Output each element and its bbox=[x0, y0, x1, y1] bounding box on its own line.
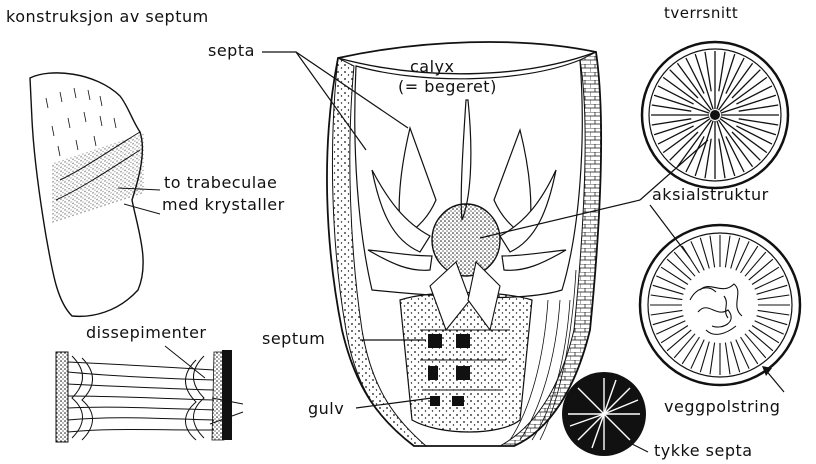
label-calyx: calyx bbox=[410, 58, 454, 76]
label-crystals: med krystaller bbox=[162, 196, 285, 214]
label-dissepiments: dissepimenter bbox=[86, 324, 206, 342]
label-septum: septum bbox=[262, 330, 325, 348]
title-septum-construction: konstruksjon av septum bbox=[6, 8, 209, 26]
coral-cup bbox=[327, 42, 601, 446]
label-wall-lining: veggpolstring bbox=[664, 398, 780, 416]
septum-construction-sketch bbox=[30, 73, 160, 316]
label-axial-structure: aksialstruktur bbox=[652, 186, 769, 204]
title-cross-section: tverrsnitt bbox=[664, 4, 738, 22]
cross-section-thick-septa bbox=[562, 372, 646, 456]
label-septa: septa bbox=[208, 42, 255, 60]
dissepimenter-sketch bbox=[56, 346, 243, 442]
cross-section-axial bbox=[640, 225, 800, 385]
label-floor: gulv bbox=[308, 400, 344, 418]
label-calyx-note: (= begeret) bbox=[398, 78, 497, 96]
cross-section-radial bbox=[642, 42, 788, 188]
label-trabeculae: to trabeculae bbox=[164, 174, 277, 192]
label-thick-septa: tykke septa bbox=[654, 442, 753, 460]
